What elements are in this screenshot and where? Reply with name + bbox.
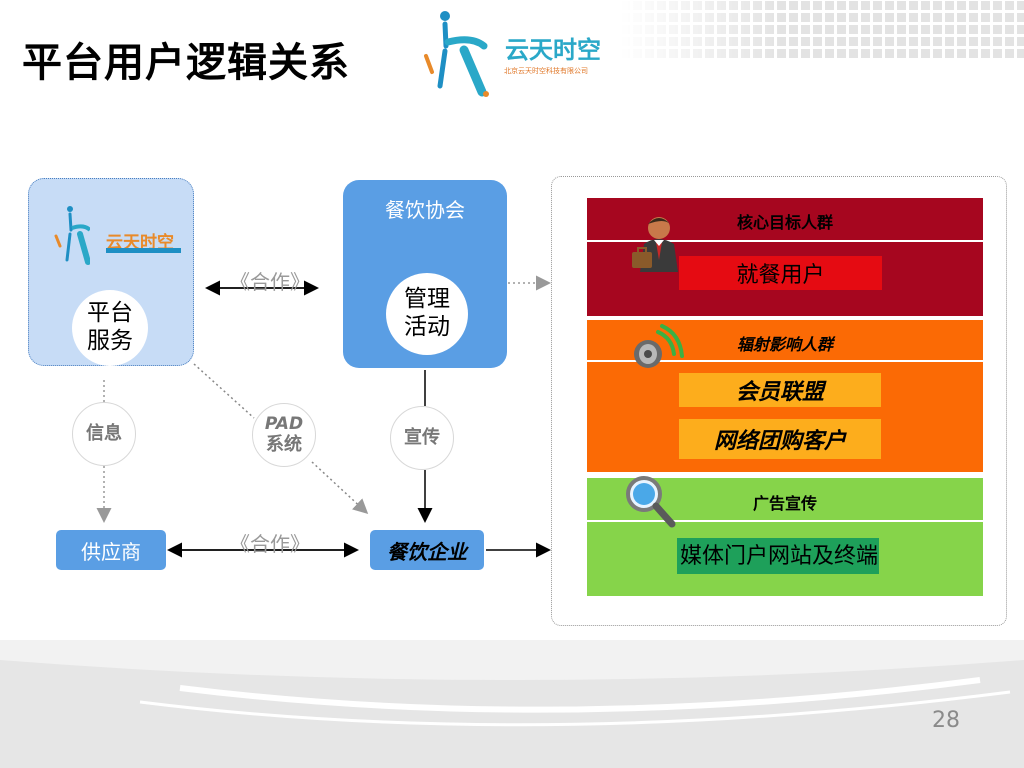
slide-title: 平台用户逻辑关系 xyxy=(22,40,350,86)
info-label: 信息 xyxy=(86,423,122,445)
cooperation-label-bottom: 《合作》 xyxy=(230,532,310,556)
association-label: 餐饮协会 xyxy=(385,198,465,222)
ad-title: 广告宣传 xyxy=(752,494,817,513)
company-logo: 云天时空 北京云天时空科技有限公司 xyxy=(412,6,622,98)
platform-service-label: 平台 服务 xyxy=(87,300,133,354)
system-label: 系统 xyxy=(266,434,302,456)
logo-name: 云天时空 xyxy=(505,36,601,64)
top-deco xyxy=(620,0,1024,60)
core-target-title: 核心目标人群 xyxy=(736,213,833,232)
diner-tag: 就餐用户 xyxy=(679,256,882,290)
media-portal-tag: 媒体门户网站及终端 xyxy=(679,544,878,569)
group-buy-customer-tag: 网络团购客户 xyxy=(679,419,881,459)
restaurant-node: 餐饮企业 xyxy=(370,530,484,570)
supplier-node: 供应商 xyxy=(56,530,166,570)
speaker-icon xyxy=(634,324,684,368)
management-activity-label: 管理 活动 xyxy=(404,286,450,340)
publicity-label: 宣传 xyxy=(404,427,440,449)
management-activity-circle: 管理 活动 xyxy=(386,273,468,355)
platform-service-circle: 平台 服务 xyxy=(72,290,148,366)
radiate-title: 辐射影响人群 xyxy=(736,335,833,354)
bottom-wave-deco xyxy=(0,640,1024,768)
cooperation-label-top: 《合作》 xyxy=(230,270,310,294)
page-number: 28 xyxy=(932,708,960,733)
media-tag-background xyxy=(677,538,879,574)
member-alliance-tag: 会员联盟 xyxy=(679,373,881,407)
platform-logo-icon xyxy=(54,206,90,265)
publicity-circle: 宣传 xyxy=(390,406,454,470)
pad-label: PAD xyxy=(264,414,304,434)
logo-subtitle: 北京云天时空科技有限公司 xyxy=(504,67,588,75)
info-circle: 信息 xyxy=(72,402,136,466)
logo-figure-icon xyxy=(424,11,489,97)
platform-logo-subline xyxy=(106,248,181,253)
pad-system-circle: PAD 系统 xyxy=(252,403,316,467)
magnifier-icon xyxy=(626,476,676,528)
businessman-icon xyxy=(632,217,678,272)
